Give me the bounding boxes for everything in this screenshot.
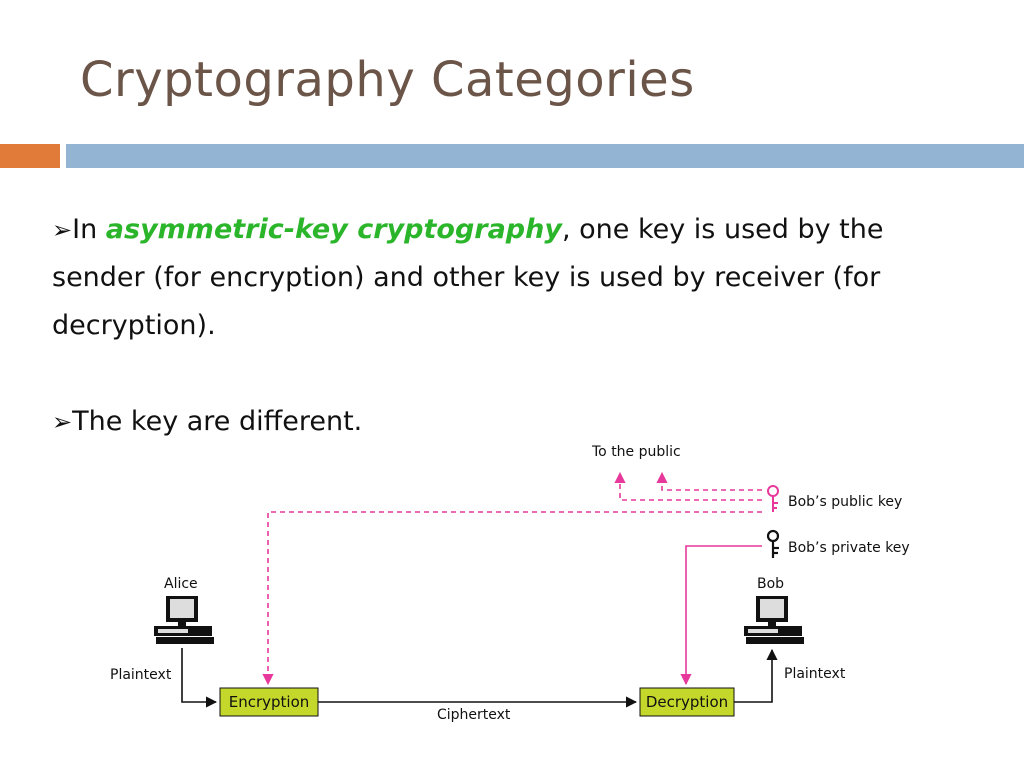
arrow-bullet-icon: ➢ [52, 216, 73, 244]
private-key-label: Bob’s private key [788, 540, 910, 556]
plaintext-in-label: Plaintext [110, 667, 172, 683]
slide-body: ➢In asymmetric-key cryptography, one key… [52, 206, 932, 446]
bullet-asymmetric: ➢In asymmetric-key cryptography, one key… [52, 206, 932, 350]
ciphertext-label: Ciphertext [437, 707, 511, 723]
bullet-text: The key are different. [72, 406, 363, 437]
alice-computer-icon [154, 596, 214, 644]
bob-computer-icon [744, 596, 804, 644]
decryption-label: Decryption [646, 693, 728, 711]
public-key-distribution [262, 471, 762, 686]
encryption-label: Encryption [229, 693, 310, 711]
bullet-text-before: In [72, 214, 106, 245]
public-key-icon [767, 485, 779, 512]
plaintext-out-label: Plaintext [784, 666, 846, 682]
decryption-box [639, 687, 735, 717]
arrow-bullet-icon: ➢ [52, 408, 73, 436]
slide-title: Cryptography Categories [80, 52, 695, 108]
bullet-keys-different: ➢The key are different. [52, 398, 932, 446]
encryption-box [219, 687, 319, 717]
data-flow [181, 648, 778, 708]
public-key-label: Bob’s public key [788, 494, 902, 510]
highlight-term: asymmetric-key cryptography [105, 214, 562, 245]
to-public-label: To the public [591, 444, 681, 460]
accent-bar-blue [66, 144, 1024, 168]
private-key-icon [766, 529, 780, 558]
bullet-text-after: , one key is used by the sender (for enc… [52, 214, 884, 341]
private-key-path [680, 545, 762, 686]
bob-label: Bob [757, 576, 784, 592]
accent-bar-orange [0, 144, 60, 168]
alice-label: Alice [164, 576, 198, 592]
